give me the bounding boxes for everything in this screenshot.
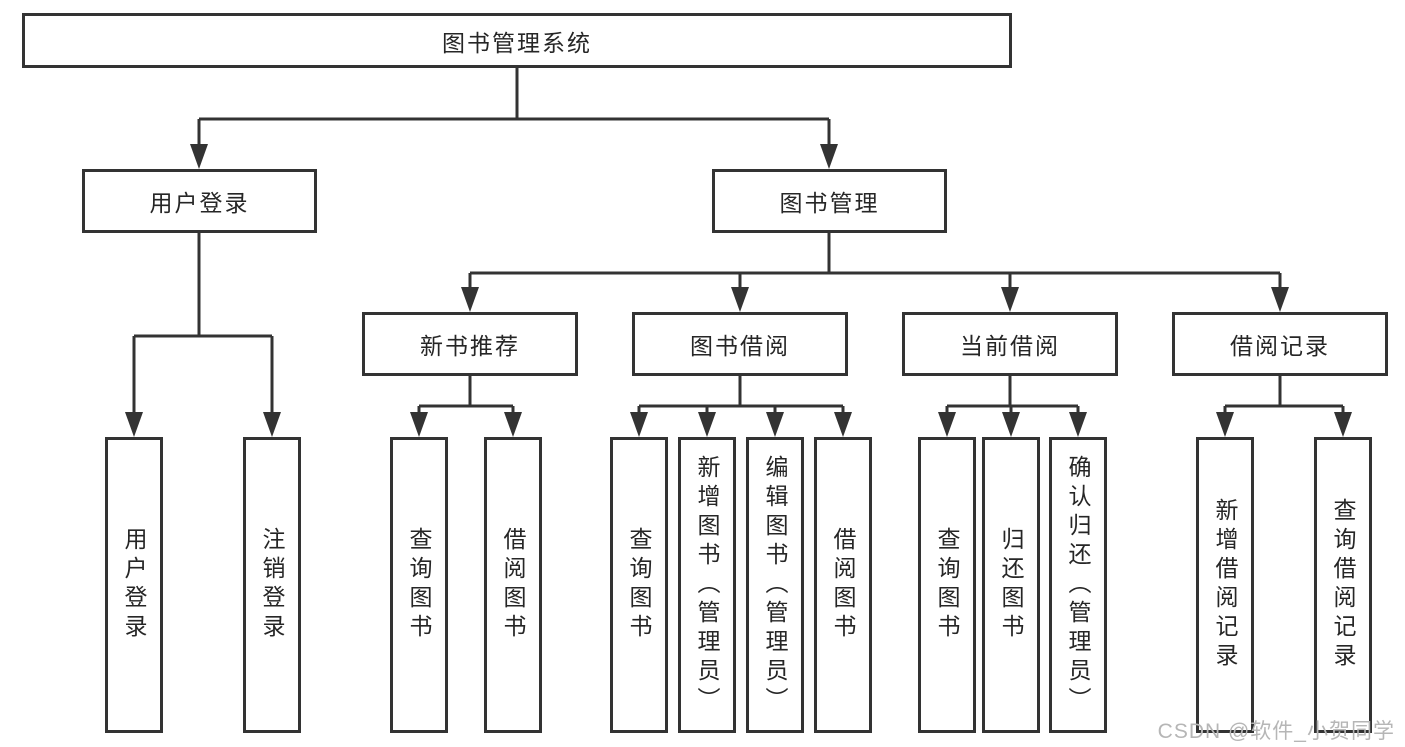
node-label: 当前借阅: [960, 333, 1060, 359]
leaf-confirm-return-admin: 确认归还（管理员）: [1049, 437, 1107, 733]
leaf-query-books-borrow: 查询图书: [610, 437, 668, 733]
leaf-add-book-admin: 新增图书（管理员）: [678, 437, 736, 733]
node-label: 图书借阅: [690, 333, 790, 359]
leaf-query-books-current: 查询图书: [918, 437, 976, 733]
node-label: 图书管理: [779, 190, 880, 216]
leaf-label: 查询图书: [626, 527, 652, 643]
node-root-system: 图书管理系统: [22, 13, 1012, 68]
leaf-label: 归还图书: [998, 527, 1024, 643]
node-borrow-records: 借阅记录: [1172, 312, 1388, 376]
leaf-label: 借阅图书: [500, 527, 526, 643]
leaf-borrow-books: 借阅图书: [814, 437, 872, 733]
leaf-label: 编辑图书（管理员）: [762, 454, 788, 716]
leaf-label: 新增借阅记录: [1212, 498, 1238, 672]
leaf-label: 确认归还（管理员）: [1065, 454, 1091, 716]
csdn-watermark: CSDN @软件_小贺同学: [1157, 720, 1395, 743]
leaf-query-borrow-record: 查询借阅记录: [1314, 437, 1372, 733]
connector-segments: [132, 68, 1345, 416]
node-label: 图书管理系统: [442, 29, 592, 56]
leaf-label: 查询借阅记录: [1330, 498, 1356, 672]
leaf-label: 查询图书: [934, 527, 960, 643]
leaf-add-borrow-record: 新增借阅记录: [1196, 437, 1254, 733]
leaf-label: 新增图书（管理员）: [694, 454, 720, 716]
leaf-label: 借阅图书: [830, 527, 856, 643]
leaf-query-books-recommend: 查询图书: [390, 437, 448, 733]
node-user-login: 用户登录: [82, 169, 317, 233]
leaf-label: 查询图书: [406, 527, 432, 643]
arrowheads: [125, 144, 1352, 437]
leaf-label: 注销登录: [259, 527, 285, 643]
node-label: 用户登录: [149, 190, 250, 216]
node-new-book-recommend: 新书推荐: [362, 312, 578, 376]
leaf-borrow-books-recommend: 借阅图书: [484, 437, 542, 733]
node-label: 借阅记录: [1230, 333, 1330, 359]
leaf-label: 用户登录: [121, 527, 147, 643]
node-book-management: 图书管理: [712, 169, 947, 233]
node-label: 新书推荐: [420, 333, 520, 359]
leaf-return-book: 归还图书: [982, 437, 1040, 733]
leaf-user-login: 用户登录: [105, 437, 163, 733]
node-book-borrow: 图书借阅: [632, 312, 848, 376]
node-current-borrow: 当前借阅: [902, 312, 1118, 376]
leaf-edit-book-admin: 编辑图书（管理员）: [746, 437, 804, 733]
leaf-logout: 注销登录: [243, 437, 301, 733]
